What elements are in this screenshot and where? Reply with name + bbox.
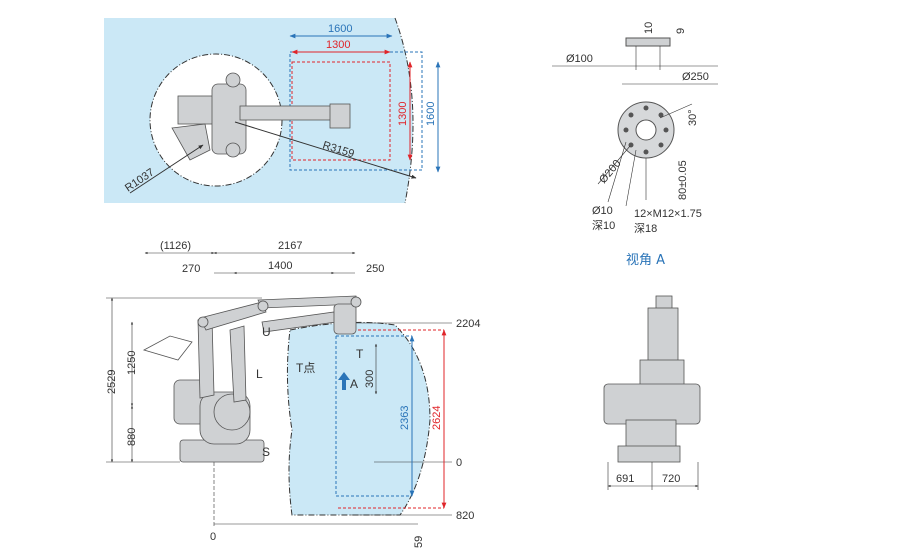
view-a-label: A: [350, 377, 358, 391]
front-view: 691 720: [603, 295, 701, 490]
robot-side: [142, 295, 362, 463]
dim-2624: 2624: [431, 406, 443, 430]
hole-depth: 深10: [592, 219, 615, 232]
robot-front: [603, 295, 701, 463]
thread-depth: 深18: [634, 222, 657, 235]
axis-s-label: S: [262, 445, 270, 459]
dim-2363: 2363: [399, 406, 411, 430]
flange-side: [625, 37, 671, 47]
dim-10: 10: [643, 22, 655, 34]
dim-2529: 2529: [106, 370, 118, 394]
dim-bottom-59: 59: [413, 536, 425, 548]
view-a-caption: 视角 A: [626, 253, 665, 268]
view-a-arrow: [338, 372, 350, 390]
dim-1600-side: 1600: [425, 102, 437, 126]
dim-1400: 1400: [268, 260, 292, 272]
dim-d100: Ø100: [566, 53, 593, 65]
top-view: 1600 1300 1300 1600 R3159 R1037: [104, 17, 441, 204]
dim-880: 880: [126, 428, 138, 446]
dim-d250: Ø250: [682, 71, 709, 83]
axis-l-label: L: [256, 367, 263, 381]
dim-bottom-0: 0: [210, 531, 216, 543]
dim-820: 820: [456, 510, 474, 522]
axis-u-label: U: [262, 325, 271, 339]
axis-t-label: T: [356, 347, 364, 361]
dim-2167: 2167: [278, 240, 302, 252]
dim-80: 80±0.05: [677, 160, 689, 200]
dim-691: 691: [616, 473, 634, 485]
dim-250: 250: [366, 263, 384, 275]
dim-270: 270: [182, 263, 200, 275]
dim-0-right: 0: [456, 457, 462, 469]
flange-view: Ø100 Ø250 10 9 30° 80±0.05 Ø200 Ø10 深10 …: [552, 22, 718, 268]
hole-d10: Ø10: [592, 205, 613, 217]
dim-1300-top: 1300: [326, 39, 350, 51]
side-view: (1126) 2167 270 1400 250 2529 1250 880 2…: [106, 240, 480, 548]
thread-spec: 12×M12×1.75: [634, 208, 702, 220]
t-point-label: T点: [296, 361, 315, 375]
dim-2204: 2204: [456, 318, 480, 330]
dim-1600-top: 1600: [328, 23, 352, 35]
dim-1126: (1126): [160, 240, 191, 252]
dim-d200: Ø200: [597, 158, 623, 186]
side-working-envelope: [286, 321, 431, 516]
dim-300: 300: [364, 370, 376, 388]
dim-1300-side: 1300: [397, 102, 409, 126]
dim-1250: 1250: [126, 351, 138, 375]
dim-9: 9: [675, 28, 687, 34]
robot-top: [171, 72, 351, 161]
dim-720: 720: [662, 473, 680, 485]
dim-30deg: 30°: [687, 109, 699, 126]
